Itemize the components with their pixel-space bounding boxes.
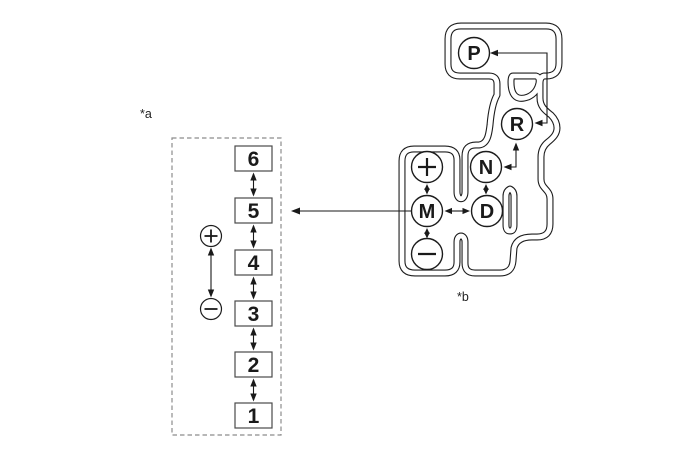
gear-box-5: 5	[234, 197, 273, 224]
position-circle-park: P	[457, 36, 491, 70]
arrow-manual-minus	[424, 228, 430, 239]
arrow-gear-5-4	[250, 224, 257, 249]
arrow-neutral-reverse	[503, 142, 520, 171]
gear-box-label: 1	[248, 405, 260, 428]
arrow-neutral-drive	[483, 184, 489, 195]
position-label-drive: D	[480, 201, 494, 223]
arrow-park-reverse	[490, 49, 548, 127]
gear-box-rect	[234, 351, 273, 378]
arrow-gear-6-5	[250, 172, 257, 197]
gear-box-1: 1	[234, 402, 273, 429]
gear-box-label: 4	[248, 252, 260, 275]
arrow-gear-4-3	[250, 276, 257, 300]
arrow-manual-drive	[444, 207, 470, 215]
gear-box-rect	[234, 197, 273, 224]
gate-panel-label: *b	[457, 290, 469, 304]
dashed-boundary	[171, 137, 282, 436]
gear-box-rect	[234, 300, 273, 327]
gear-box-rect	[234, 249, 273, 276]
gear-box-label: 6	[248, 148, 260, 171]
arrow-plus-minus	[207, 247, 215, 298]
gear-box-6: 6	[234, 145, 273, 172]
arrow-gear-2-1	[250, 378, 257, 402]
position-circle-neutral: N	[469, 150, 503, 184]
arrow-manual-to-gear5	[291, 207, 412, 215]
arrow-plus-manual	[424, 184, 430, 195]
position-circle-drive: D	[470, 194, 504, 228]
gear-box-2: 2	[234, 351, 273, 378]
gear-box-4: 4	[234, 249, 273, 276]
left-minus-circle	[199, 297, 223, 321]
gear-box-label: 3	[248, 303, 260, 326]
arrow-gear-3-2	[250, 327, 257, 351]
gear-box-rect	[234, 145, 273, 172]
position-label-manual: M	[419, 201, 436, 223]
gear-box-rect	[234, 402, 273, 429]
shift-gate-outline	[398, 22, 563, 277]
position-circle-reverse: R	[500, 107, 534, 141]
position-circle-manual: M	[410, 194, 444, 228]
gate-minus-circle	[410, 237, 444, 271]
plus-icon	[204, 229, 218, 243]
left-panel-label: *a	[140, 107, 152, 121]
gear-box-label: 2	[248, 354, 260, 377]
position-label-neutral: N	[479, 157, 493, 179]
gate-plus-circle	[410, 150, 444, 184]
plus-icon	[418, 158, 436, 176]
gear-box-label: 5	[248, 200, 260, 223]
gear-box-3: 3	[234, 300, 273, 327]
left-plus-circle	[199, 224, 223, 248]
position-label-reverse: R	[510, 114, 525, 136]
position-label-park: P	[467, 43, 480, 65]
